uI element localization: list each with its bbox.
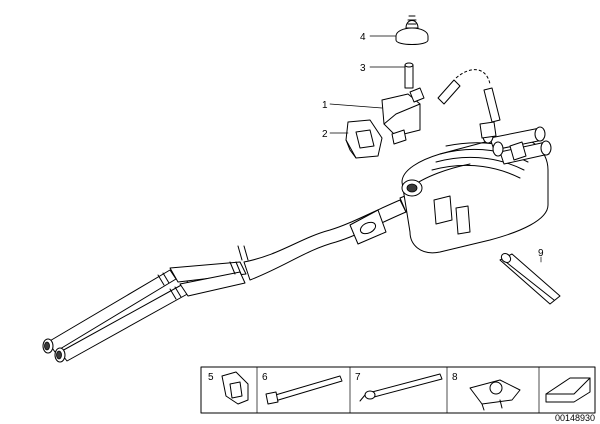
leader-lines — [329, 35, 542, 263]
symbol-block — [545, 377, 591, 403]
diagram-code: 00148930 — [555, 413, 595, 423]
part-7-cable-tie-anchor — [359, 373, 443, 402]
callout-6: 6 — [262, 372, 268, 383]
callout-8: 8 — [452, 372, 458, 383]
callout-9: 9 — [538, 248, 544, 259]
part-2-bracket — [345, 119, 383, 159]
callout-5: 5 — [208, 372, 214, 383]
callout-4: 4 — [360, 32, 366, 43]
callout-1: 1 — [322, 100, 328, 111]
detail-strip: 5 6 7 8 — [200, 366, 596, 414]
part-9-heat-shield — [499, 253, 561, 305]
callout-labels: 4 3 1 2 9 — [322, 32, 544, 259]
callout-3: 3 — [360, 63, 366, 74]
part-8-holder — [469, 379, 521, 411]
callout-7: 7 — [355, 372, 361, 383]
front-pipe-assembly — [42, 185, 437, 363]
part-6-cable-tie — [265, 375, 343, 405]
part-4-vacuum-unit — [395, 15, 429, 45]
part-3-connector — [404, 62, 414, 89]
rear-muffler — [401, 126, 552, 254]
part-1-solenoid-valve — [381, 69, 501, 145]
callout-2: 2 — [322, 129, 328, 140]
part-5-clamp — [221, 371, 249, 405]
